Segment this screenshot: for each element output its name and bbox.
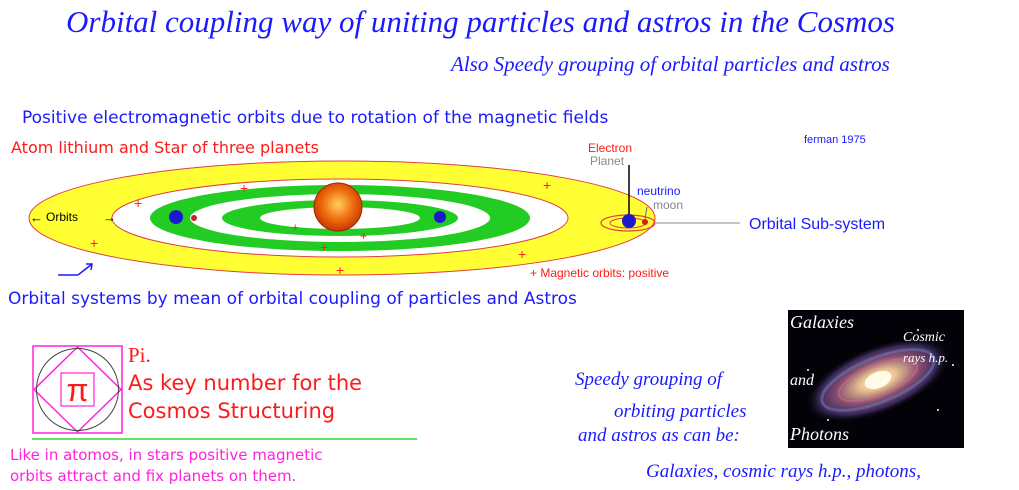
page-subtitle: Also Speedy grouping of orbital particle… xyxy=(451,52,890,76)
subsystem-moon xyxy=(642,219,648,225)
pi-box-inner-square xyxy=(60,372,95,407)
galaxy-graphic xyxy=(788,310,964,448)
subsystem-label: Orbital Sub-system xyxy=(749,216,885,233)
plus-sign: + xyxy=(360,229,367,243)
speedy-line1: Speedy grouping of xyxy=(575,369,723,390)
galaxy-label-rays: rays h.p. xyxy=(903,350,949,365)
plus-sign: + xyxy=(134,195,142,211)
star-dot xyxy=(952,364,954,366)
moon-label: moon xyxy=(653,198,683,212)
subsystem-planet xyxy=(622,214,636,228)
pi-word: Pi. xyxy=(128,343,151,367)
star-dot xyxy=(937,409,939,411)
plus-sign: + xyxy=(320,239,328,255)
plus-sign: + xyxy=(336,262,344,278)
page-title: Orbital coupling way of uniting particle… xyxy=(66,4,895,39)
note-line2: orbits attract and fix planets on them. xyxy=(10,467,297,485)
speedy-line2: orbiting particles xyxy=(614,401,747,422)
galaxy-label-and: and xyxy=(790,372,814,389)
plus-sign: + xyxy=(240,180,248,196)
neutrino-label: neutrino xyxy=(637,184,681,198)
star-dot xyxy=(807,369,809,371)
galaxy-label-galaxies: Galaxies xyxy=(790,312,854,332)
pi-box-circle xyxy=(36,348,119,431)
pi-box-diamond xyxy=(32,345,123,434)
orbits-arrow-left: ← xyxy=(30,210,43,225)
orbits-heading: Positive electromagnetic orbits due to r… xyxy=(22,108,609,128)
star-dot xyxy=(917,329,919,331)
galaxy-core xyxy=(864,370,892,390)
star-dot xyxy=(827,419,829,421)
plus-sign: + xyxy=(90,235,98,251)
plus-sign: + xyxy=(292,222,298,234)
magnetic-label: + Magnetic orbits: positive xyxy=(530,266,669,280)
author-credit: ferman 1975 xyxy=(804,134,866,146)
note-line1: Like in atomos, in stars positive magnet… xyxy=(10,446,323,464)
orbits-label: Orbits xyxy=(46,210,78,224)
electron-label: Electron xyxy=(588,141,632,155)
planet-mid xyxy=(434,211,446,223)
plus-sign: + xyxy=(543,177,551,193)
galaxy-arm xyxy=(820,348,936,412)
sun-star xyxy=(313,182,363,232)
pi-description-line2: Cosmos Structuring xyxy=(128,399,336,423)
corner-arrow-head xyxy=(86,263,93,271)
orbits-arrow-right: → xyxy=(103,210,116,225)
galaxy-arm xyxy=(837,358,919,402)
galaxy-label-cosmic: Cosmic xyxy=(903,330,945,345)
moon-left xyxy=(191,215,197,221)
galaxy-label-photons: Photons xyxy=(790,424,850,444)
galaxy-image: Galaxies Cosmic rays h.p. and Photons xyxy=(788,310,964,448)
bottom-line: Galaxies, cosmic rays h.p., photons, xyxy=(646,461,921,482)
speedy-line3: and astros as can be: xyxy=(578,425,740,446)
corner-arrow-shaft xyxy=(77,263,93,276)
pi-symbol: π xyxy=(66,372,88,408)
orbital-systems-caption: Orbital systems by mean of orbital coupl… xyxy=(8,289,577,309)
planet-left xyxy=(169,210,183,224)
plus-sign: + xyxy=(518,246,526,262)
moon-leader xyxy=(644,206,648,220)
green-divider xyxy=(32,438,417,440)
orbital-diagram: ← → Orbits + + + + + + + + + Electron Pl… xyxy=(28,141,885,280)
pi-box: π xyxy=(32,345,123,434)
pi-description-line1: As key number for the xyxy=(128,371,363,395)
atom-heading: Atom lithium and Star of three planets xyxy=(11,138,319,157)
planet-label: Planet xyxy=(590,154,625,168)
